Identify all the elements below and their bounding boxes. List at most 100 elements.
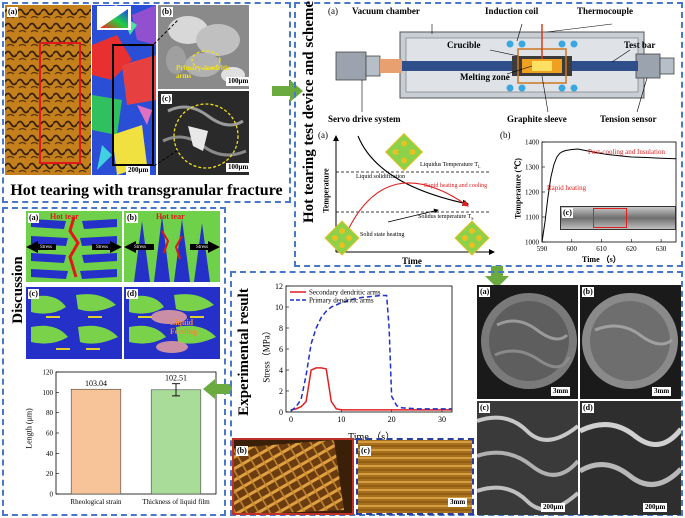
micro-sem-c-svg (158, 91, 249, 175)
discussion-diagram-c (26, 287, 122, 359)
fracto-label-d: (d) (582, 403, 594, 413)
micro-label-a: (a) (7, 7, 19, 17)
liquid-feeding-label: Liquid Feeding (170, 318, 198, 336)
temp-chart-xlabel: Time （s） (582, 255, 621, 264)
temp-ytick-label-2: 1200 (525, 189, 540, 197)
stress-ytick-label-2: 4 (279, 366, 283, 375)
temp-chart-label: (b) (500, 130, 511, 140)
macro-photo-b (232, 438, 354, 515)
micro-scale-b: 100μm (226, 77, 251, 86)
bar-ytick-label-5: 100 (43, 389, 54, 397)
scheme-ylabel: Temperature (321, 168, 331, 213)
fracto-c (477, 401, 578, 515)
bar-ytick-label-0: 0 (50, 491, 54, 499)
ipf-triangle (97, 6, 131, 30)
fracto-b-svg (582, 293, 678, 389)
stress-series-1 (290, 294, 452, 412)
part-thermo: Thermocouple (577, 6, 633, 16)
micro-ebsd-svg (92, 5, 156, 175)
scheme-liquidus-sub: L (478, 164, 481, 170)
stress-series-0 (290, 367, 452, 411)
micro-panel (2, 2, 291, 203)
temp-ytick-label-3: 1300 (525, 164, 540, 172)
stress-ytick-label-0: 0 (279, 408, 283, 417)
temp-chart-ylabel: Temperature (℃) (513, 158, 523, 219)
bar-ytick-label-2: 40 (46, 450, 54, 458)
stress-xtick-label-1: 10 (337, 415, 345, 424)
temp-xtick-label-1: 600 (567, 245, 578, 253)
bar-data-label-0: 103.04 (85, 379, 107, 388)
temp-xtick-label-4: 630 (656, 245, 667, 253)
stress-legend-label-0: Secondary dendritic arms (309, 289, 381, 297)
discussion-diagram-a (26, 211, 122, 282)
temp-xtick-label-3: 620 (626, 245, 637, 253)
temp-ytick-label-0: 1000 (525, 239, 540, 247)
micro-label-c: (c) (161, 94, 172, 104)
ebsd-black-frame (112, 44, 154, 166)
stress-legend-label-1: Primary dendritic arms (309, 297, 374, 305)
bar-0 (70, 388, 122, 495)
fracto-scale-d: 200μm (643, 503, 668, 512)
stress-label-a1: Stress (40, 245, 52, 250)
bar-category-label-0: Rheological strain (70, 498, 122, 506)
fracto-c-svg (477, 415, 578, 512)
heating-scheme (324, 132, 495, 256)
temp-chart-annotation-post: Post-cooling and Insulation (588, 148, 665, 156)
stress-ytick-label-1: 2 (279, 387, 283, 396)
test-bar-photo-highlight (593, 208, 627, 228)
fracto-scale-c: 200μm (541, 503, 566, 512)
macro-scale: 3mm (448, 498, 468, 507)
fracto-scale-a: 3mm (551, 387, 571, 396)
macro-photo-b-svg (234, 440, 352, 513)
micro-connectors (153, 19, 179, 167)
part-melting: Melting zone (460, 72, 510, 82)
scheme-rapid: Rapid heating and cooling (424, 183, 488, 189)
hot-tear-label-b: Hot tear (156, 212, 185, 221)
part-crucible: Crucible (447, 40, 481, 50)
fracto-d (580, 401, 681, 515)
bar-ytick-label-1: 20 (46, 470, 54, 478)
scheme-solidus-sub: S (471, 216, 474, 222)
device-label-a: (a) (328, 6, 338, 16)
discussion-label-a: (a) (28, 213, 40, 223)
fracto-label-c: (c) (479, 403, 490, 413)
fracto-b (580, 285, 681, 399)
temp-xtick-label-0: 590 (537, 245, 548, 253)
fracto-scale-b: 3mm (652, 387, 672, 396)
stress-xtick-label-2: 20 (388, 415, 396, 424)
micro-sem-c (158, 91, 249, 175)
stress-ytick-label-5: 10 (275, 303, 283, 312)
scheme-solid-state: Solid state heating (360, 232, 405, 238)
temperature-chart: 590 600 610 620 630 1000 1100 1200 1300 1400 (525, 139, 677, 253)
primary-dendritic-annotation: Primary dendritic arms (176, 64, 231, 80)
temp-xtick-label-2: 610 (596, 245, 607, 253)
scheme-liquid-solid: Liquid solidification (356, 174, 406, 180)
results-panel (230, 271, 683, 516)
stress-label-b2: Stress (196, 245, 208, 250)
bar-ytick-label-6: 120 (43, 369, 54, 377)
bar-category-label-1: Thickness of liquid film (142, 498, 210, 506)
part-vacuum: Vacuum chamber (352, 6, 420, 16)
test-bar-photo (560, 206, 676, 230)
bar-ytick-label-4: 80 (46, 409, 54, 417)
scheme-solidus: Solidus temperature TS (418, 214, 473, 221)
part-tension: Tension sensor (600, 114, 657, 124)
temp-ytick-label-1: 1100 (525, 214, 539, 222)
part-coil: Induction coil (485, 6, 539, 16)
micro-title: Hot tearing with transgranular fracture (10, 182, 283, 199)
temp-ytick-label-4: 1400 (525, 139, 540, 147)
device-panel (294, 2, 683, 267)
micro-scale-c: 100μm (226, 163, 251, 172)
stress-label-a2: Stress (96, 245, 108, 250)
arrow-left-icon (203, 379, 232, 399)
device-title: Hot tearing test device and scheme (301, 0, 317, 223)
temp-series-line (541, 148, 677, 243)
discussion-diagram-d (124, 287, 220, 359)
bar-1 (150, 389, 202, 495)
bar-chart-ylabel: Length (μm) (24, 408, 34, 449)
test-bar-photo-label: (c) (562, 208, 573, 218)
discussion-diagram-b (124, 211, 220, 282)
discussion-label-d: (d) (126, 289, 138, 299)
macro-label-c: (c) (360, 446, 371, 456)
